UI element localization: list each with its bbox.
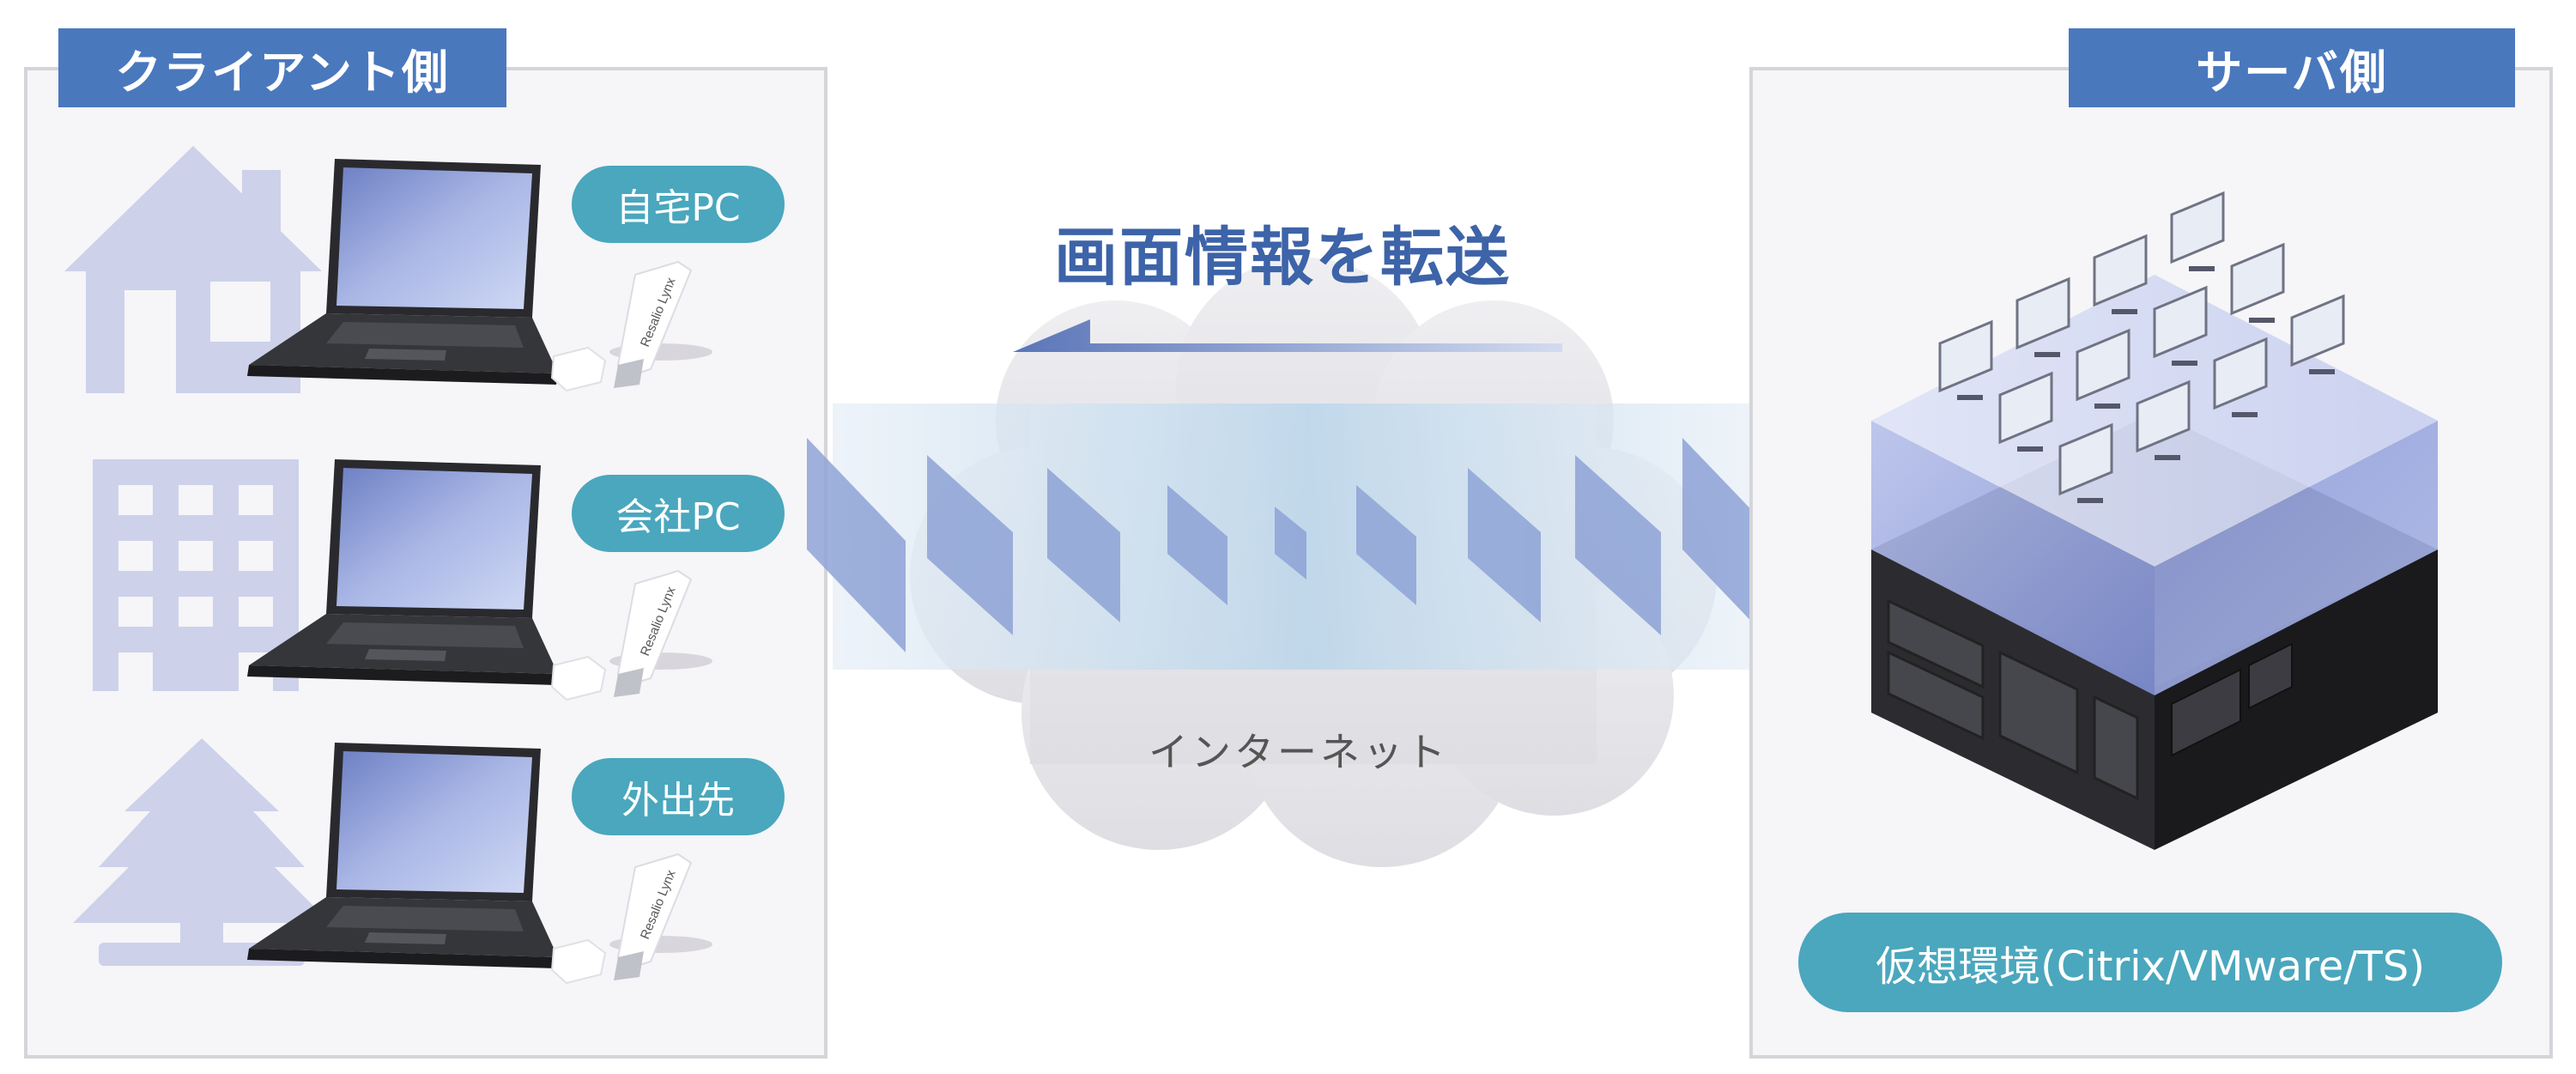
- tree-icon: [73, 738, 330, 966]
- server-panel-title: サーバ側: [2069, 28, 2515, 107]
- server-rack-icon: [1871, 191, 2438, 850]
- device-label-home: 自宅PC: [572, 166, 785, 243]
- usb-stick-icon: Resalio Lynx: [550, 569, 712, 701]
- internet-label: インターネット: [1149, 729, 1449, 775]
- data-transfer-band: [807, 404, 1785, 670]
- arrow-left-icon: [1013, 319, 1562, 352]
- laptop-icon: [247, 459, 558, 685]
- office-building-icon: [93, 459, 299, 691]
- usb-stick-icon: Resalio Lynx: [550, 853, 712, 985]
- transfer-heading: 画面情報を転送: [1054, 221, 1511, 294]
- laptop-icon: [247, 159, 558, 385]
- device-label-outside: 外出先: [572, 758, 785, 835]
- laptop-icon: [247, 743, 558, 968]
- virtual-environment-label: 仮想環境(Citrix/VMware/TS): [1798, 913, 2502, 1012]
- house-icon: [64, 146, 322, 393]
- client-panel-title: クライアント側: [58, 28, 506, 107]
- device-label-office: 会社PC: [572, 475, 785, 552]
- usb-stick-icon: Resalio Lynx: [550, 260, 712, 392]
